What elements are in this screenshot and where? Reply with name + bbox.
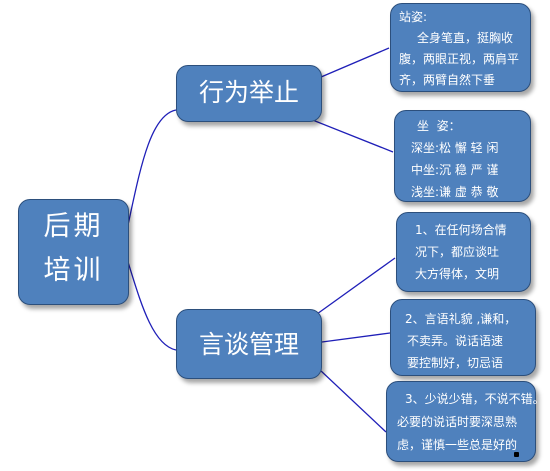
standing-title: 站姿: — [399, 10, 428, 24]
speech-leaf-2: 2、言语礼貌 ,谦和， 不卖弄。说话语速 要控制好，切忌语 — [390, 299, 536, 376]
speech3-line-2: 必要的说话时要深思熟 — [397, 415, 518, 429]
link-speech-3 — [319, 369, 387, 433]
link-root-behavior — [127, 109, 177, 226]
standing-line-3: 齐，两臂自然下垂 — [399, 73, 496, 87]
behavior-label: 行为举止 — [198, 78, 299, 107]
speech2-line-3: 要控制好，切忌语 — [407, 356, 504, 370]
speech1-line-2: 况下，都应谈吐 — [415, 245, 500, 259]
speech2-line-2: 不卖弄。说话语速 — [407, 334, 504, 348]
speech-label: 言谈管理 — [198, 330, 299, 359]
root-line-1: 后期 — [43, 211, 104, 242]
speech2-line-1: 2、言语礼貌 ,谦和， — [405, 312, 517, 326]
speech-node: 言谈管理 — [176, 309, 322, 379]
link-root-speech — [127, 261, 177, 351]
sitting-title: 坐 姿： — [417, 119, 461, 133]
speech3-line-3: 虑，谨慎一些总是好的 — [397, 438, 518, 452]
sitting-leaf: 坐 姿： 深坐:松 懈 轻 闲 中坐:沉 稳 严 谨 浅坐:谦 虚 恭 敬 — [394, 110, 531, 202]
sitting-line-1: 深坐:松 懈 轻 闲 — [411, 141, 499, 155]
standing-line-1: 全身笔直，挺胸收 — [417, 31, 514, 45]
link-speech-1 — [316, 257, 396, 315]
speech1-line-1: 1、在任何场合情 — [415, 223, 507, 237]
link-behavior-sitting — [299, 114, 394, 153]
standing-leaf: 站姿: 全身笔直，挺胸收 腹，两眼正视，两肩平 齐，两臂自然下垂 — [390, 3, 531, 92]
link-speech-2 — [321, 332, 391, 343]
period-mark — [514, 452, 519, 457]
speech3-line-1: 3、少说少错，不说不错。 — [405, 392, 545, 406]
root-node: 后期 培训 — [18, 199, 129, 305]
standing-line-2: 腹，两眼正视，两肩平 — [399, 52, 520, 66]
root-line-2: 培训 — [43, 255, 104, 286]
sitting-line-3: 浅坐:谦 虚 恭 敬 — [411, 185, 499, 199]
sitting-line-2: 中坐:沉 稳 严 谨 — [411, 163, 499, 177]
speech1-line-3: 大方得体，文明 — [415, 267, 500, 281]
speech-leaf-1: 1、在任何场合情 况下，都应谈吐 大方得体，文明 — [396, 212, 531, 292]
speech-leaf-3: 3、少说少错，不说不错。 必要的说话时要深思熟 虑，谨慎一些总是好的 — [386, 381, 545, 462]
behavior-node: 行为举止 — [176, 65, 322, 122]
